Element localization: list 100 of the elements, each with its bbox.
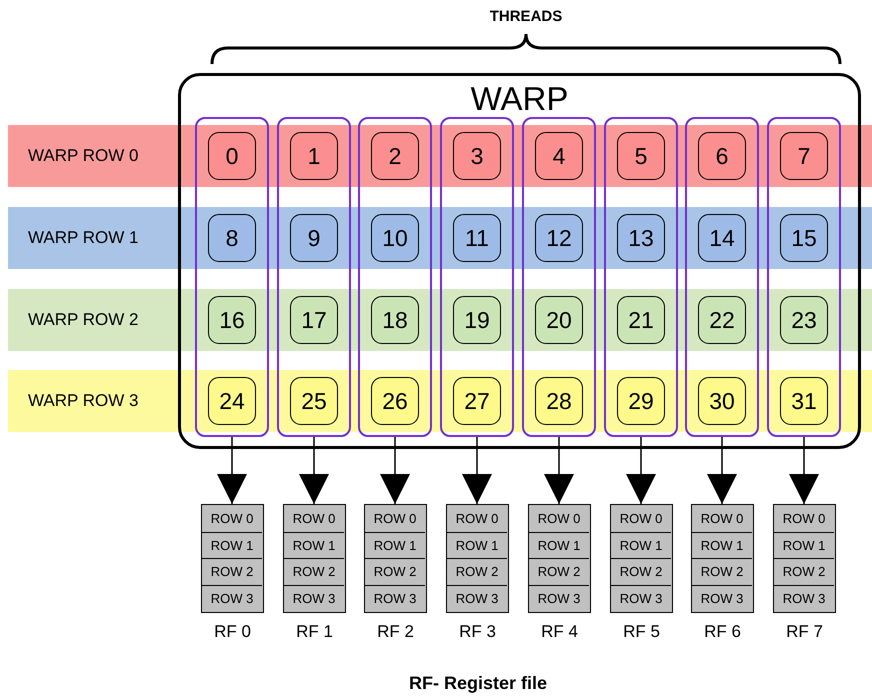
register-row: ROW 0 (202, 505, 262, 532)
register-row: ROW 0 (284, 505, 344, 532)
register-row: ROW 2 (284, 558, 344, 584)
register-row: ROW 1 (774, 532, 834, 558)
thread-box: 23 (780, 296, 828, 344)
register-file-label: RF 6 (703, 622, 742, 642)
register-file-label: RF 0 (213, 622, 252, 642)
thread-box: 26 (371, 377, 419, 425)
warp-box (178, 73, 861, 449)
column-outline (767, 117, 841, 437)
register-row: ROW 3 (692, 584, 752, 611)
row-label: WARP ROW 2 (28, 310, 139, 330)
register-file-label: RF 5 (622, 622, 661, 642)
thread-box: 30 (698, 377, 746, 425)
thread-box: 17 (290, 296, 338, 344)
register-row: ROW 0 (365, 505, 425, 532)
thread-box: 9 (290, 214, 338, 262)
register-row: ROW 3 (447, 584, 507, 611)
register-row: ROW 2 (692, 558, 752, 584)
register-row: ROW 0 (611, 505, 671, 532)
register-file-label: RF 7 (785, 622, 824, 642)
thread-box: 3 (453, 132, 501, 180)
arrow (707, 437, 737, 504)
thread-box: 13 (617, 214, 665, 262)
register-row: ROW 3 (365, 584, 425, 611)
register-row: ROW 0 (774, 505, 834, 532)
column-outline (685, 117, 759, 437)
thread-box: 24 (208, 377, 256, 425)
register-row: ROW 1 (692, 532, 752, 558)
register-row: ROW 3 (202, 584, 262, 611)
register-row: ROW 2 (611, 558, 671, 584)
register-row: ROW 2 (447, 558, 507, 584)
thread-box: 7 (780, 132, 828, 180)
register-file-stack (201, 504, 264, 613)
column-outline (195, 117, 269, 437)
register-row: ROW 3 (284, 584, 344, 611)
register-row: ROW 2 (529, 558, 589, 584)
register-row: ROW 1 (447, 532, 507, 558)
column-outline (358, 117, 432, 437)
register-row: ROW 1 (611, 532, 671, 558)
register-file-label: RF 3 (458, 622, 497, 642)
register-file-label: RF 1 (295, 622, 334, 642)
register-file-label: RF 4 (540, 622, 579, 642)
register-file-stack (528, 504, 591, 613)
thread-box: 16 (208, 296, 256, 344)
arrow (217, 437, 247, 504)
thread-box: 12 (535, 214, 583, 262)
column-outline (277, 117, 351, 437)
register-row: ROW 1 (529, 532, 589, 558)
register-file-stack (364, 504, 427, 613)
thread-box: 29 (617, 377, 665, 425)
column-outline (440, 117, 514, 437)
register-row: ROW 0 (529, 505, 589, 532)
arrow (626, 437, 656, 504)
thread-box: 10 (371, 214, 419, 262)
register-file-stack (446, 504, 509, 613)
thread-box: 27 (453, 377, 501, 425)
thread-box: 19 (453, 296, 501, 344)
register-row: ROW 1 (365, 532, 425, 558)
thread-box: 11 (453, 214, 501, 262)
register-row: ROW 2 (202, 558, 262, 584)
thread-box: 5 (617, 132, 665, 180)
caption: RF- Register file (408, 673, 548, 694)
register-file-stack (773, 504, 836, 613)
arrow (299, 437, 329, 504)
register-row: ROW 3 (611, 584, 671, 611)
register-row: ROW 3 (774, 584, 834, 611)
threads-label: THREADS (488, 8, 564, 25)
thread-box: 4 (535, 132, 583, 180)
thread-box: 21 (617, 296, 665, 344)
thread-box: 8 (208, 214, 256, 262)
thread-box: 31 (780, 377, 828, 425)
thread-box: 6 (698, 132, 746, 180)
register-file-stack (283, 504, 346, 613)
thread-box: 1 (290, 132, 338, 180)
register-row: ROW 2 (365, 558, 425, 584)
column-outline (604, 117, 678, 437)
thread-box: 2 (371, 132, 419, 180)
arrow (789, 437, 819, 504)
thread-box: 25 (290, 377, 338, 425)
register-row: ROW 1 (284, 532, 344, 558)
register-row: ROW 0 (447, 505, 507, 532)
thread-box: 28 (535, 377, 583, 425)
column-outline (522, 117, 596, 437)
register-file-label: RF 2 (376, 622, 415, 642)
row-label: WARP ROW 1 (28, 228, 139, 248)
register-row: ROW 0 (692, 505, 752, 532)
arrow (380, 437, 410, 504)
register-file-stack (691, 504, 754, 613)
thread-box: 20 (535, 296, 583, 344)
warp-title: WARP (470, 80, 570, 118)
thread-box: 14 (698, 214, 746, 262)
row-label: WARP ROW 3 (28, 391, 139, 411)
register-row: ROW 3 (529, 584, 589, 611)
thread-box: 18 (371, 296, 419, 344)
register-file-stack (610, 504, 673, 613)
thread-box: 15 (780, 214, 828, 262)
arrow (462, 437, 492, 504)
thread-box: 22 (698, 296, 746, 344)
thread-box: 0 (208, 132, 256, 180)
